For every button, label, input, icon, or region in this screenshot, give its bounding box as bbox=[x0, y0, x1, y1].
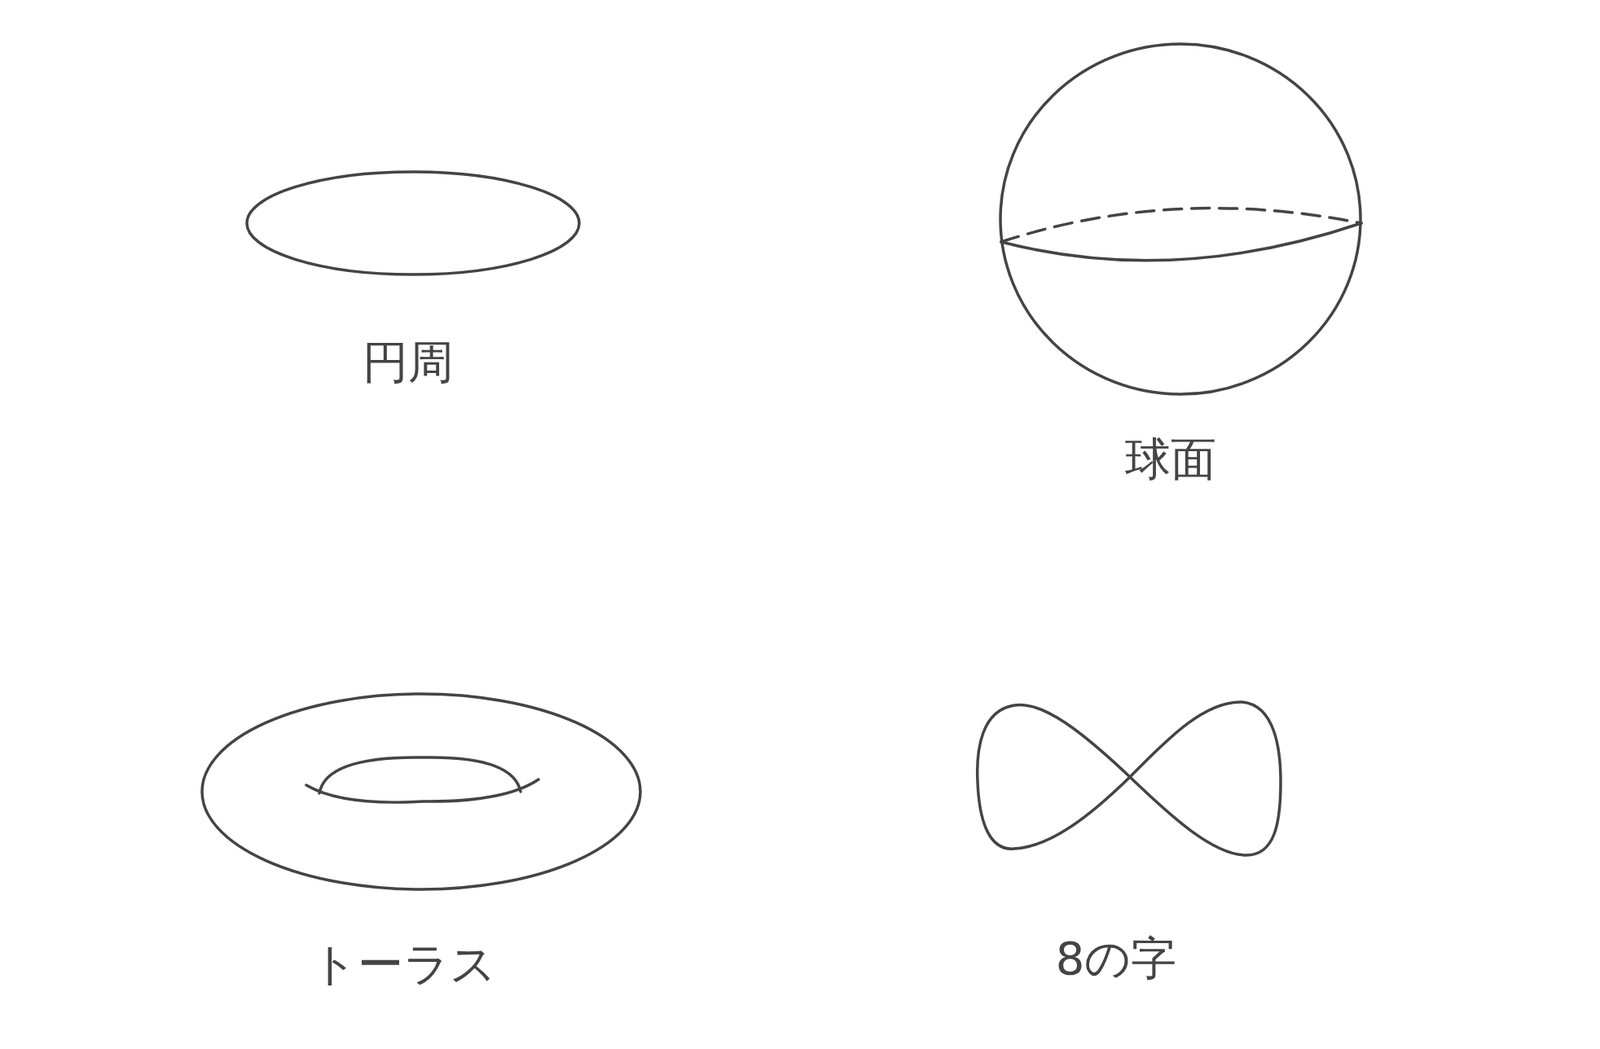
torus-hole-top bbox=[319, 757, 521, 794]
shape-label: 8の字 bbox=[1055, 933, 1178, 985]
torus-outline bbox=[202, 694, 641, 890]
shape-label: トーラス bbox=[311, 939, 497, 990]
figure-eight-shape bbox=[977, 702, 1281, 856]
shape-label: 球面 bbox=[1125, 434, 1217, 485]
torus-hole-bottom bbox=[306, 779, 539, 803]
shape-label: 円周 bbox=[362, 337, 454, 388]
sphere-equator-front bbox=[1001, 223, 1362, 261]
sphere-equator-back bbox=[1001, 208, 1362, 242]
sphere-outline bbox=[1000, 43, 1361, 395]
circle-shape bbox=[246, 171, 580, 275]
